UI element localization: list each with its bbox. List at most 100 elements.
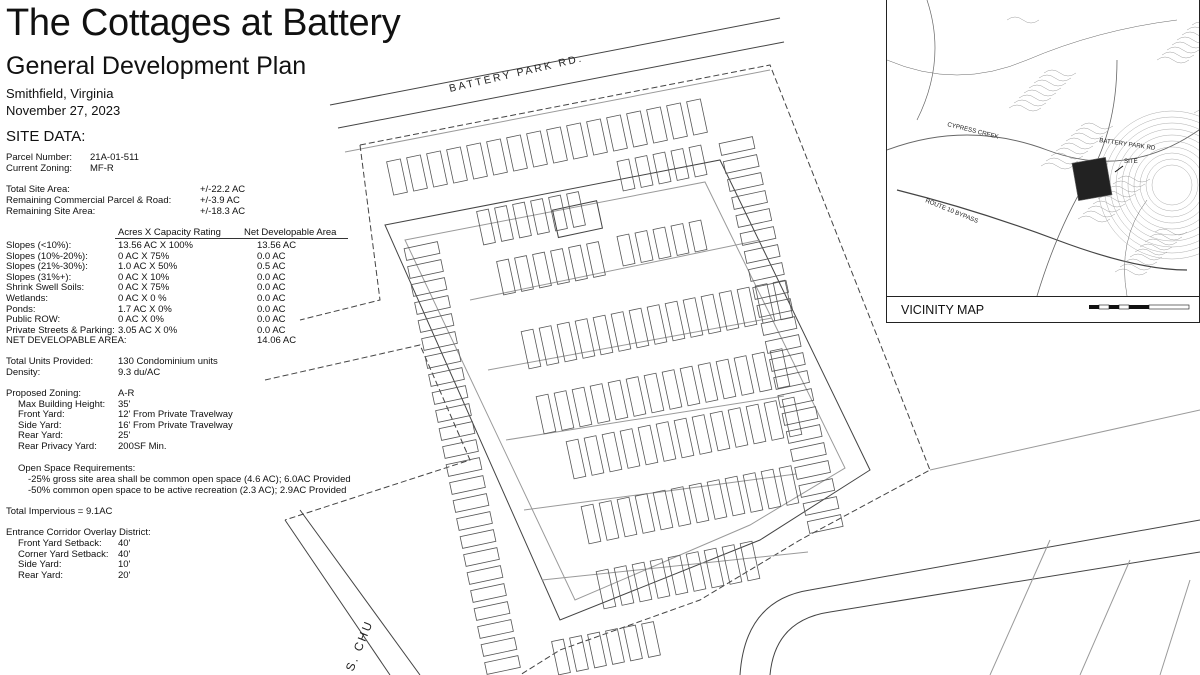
unit-footprint <box>631 561 653 603</box>
unit-footprint <box>587 631 607 669</box>
zoning-row-value: 16' From Private Travelway <box>118 419 233 431</box>
map-street <box>1018 94 1052 102</box>
unit-footprint <box>514 255 534 292</box>
unit-footprint <box>442 439 479 459</box>
current-zoning-value: MF-R <box>90 163 114 174</box>
current-zoning-label: Current Zoning: <box>6 163 73 174</box>
unit-footprint <box>769 348 791 389</box>
site-data-heading: SITE DATA: <box>6 128 86 145</box>
unit-footprint <box>574 318 596 359</box>
open-space-item: -50% common open space to be active recr… <box>28 485 347 496</box>
capacity-row-label: Slopes (21%-30%): <box>6 261 88 273</box>
road-edge <box>329 17 781 106</box>
capacity-row-label: Slopes (31%+): <box>6 271 72 283</box>
capacity-row-value: 0 AC X 75% <box>118 282 170 294</box>
net-developable-value: 14.06 AC <box>257 335 297 346</box>
unit-footprint <box>646 304 668 345</box>
capacity-row-label: Slopes (10%-20%): <box>6 250 88 262</box>
unit-footprint <box>438 421 476 441</box>
remaining-site-area-label: Remaining Site Area: <box>6 206 96 217</box>
capacity-row-value: 0 AC X 10% <box>118 271 170 283</box>
internal-drive <box>404 181 846 601</box>
unit-footprint <box>661 369 683 410</box>
zoning-row-label: Rear Privacy Yard: <box>18 441 97 452</box>
map-street <box>1070 132 1104 140</box>
unit-footprint <box>553 390 575 431</box>
capacity-row-value: 1.7 AC X 0% <box>118 303 172 315</box>
capacity-row-label: Public ROW: <box>6 314 61 326</box>
vicinity-map-title-bar: VICINITY MAP <box>887 296 1199 322</box>
unit-footprint <box>431 385 469 405</box>
commercial-parcel-label: Remaining Commercial Parcel & Road: <box>6 195 172 206</box>
map-street <box>1112 180 1146 188</box>
map-street <box>1124 258 1158 266</box>
unit-footprint <box>756 298 794 318</box>
unit-footprint <box>688 482 710 524</box>
unit-footprint <box>445 457 483 477</box>
unit-footprint <box>637 424 659 466</box>
total-units-value: 130 Condominium units <box>118 356 218 367</box>
unit-footprint <box>550 248 570 285</box>
capacity-header-rating: Acres X Capacity Rating <box>118 227 221 238</box>
unit-footprint <box>709 410 731 452</box>
density-label: Density: <box>6 367 41 378</box>
capacity-header-rule <box>115 238 348 239</box>
capacity-row-value2: 0.0 AC <box>257 314 286 326</box>
parcel-number-label: Parcel Number: <box>6 152 72 163</box>
unit-footprint <box>634 493 656 534</box>
unit-footprint <box>532 251 552 289</box>
capacity-row-value2: 0.0 AC <box>257 293 286 304</box>
unit-footprint <box>688 219 708 253</box>
unit-footprint <box>616 158 636 192</box>
place-label-site: SITE <box>1124 158 1138 165</box>
map-street <box>1060 142 1094 150</box>
map-street <box>1080 122 1114 130</box>
unit-footprint <box>410 277 448 297</box>
capacity-row-value: 13.56 AC X 100% <box>118 240 193 251</box>
unit-footprint <box>781 406 819 426</box>
map-contour <box>1121 134 1199 236</box>
unit-footprint <box>616 496 638 538</box>
unit-footprint <box>610 311 632 352</box>
capacity-row-value2: 0.0 AC <box>257 303 286 315</box>
unit-footprint <box>449 475 486 495</box>
zoning-row-value: 12' From Private Travelway <box>118 409 233 421</box>
unit-footprint <box>703 547 725 589</box>
unit-footprint <box>619 428 641 469</box>
unit-footprint <box>664 300 686 342</box>
unit-footprint <box>546 126 568 164</box>
corridor-row-label: Corner Yard Setback: <box>18 548 109 560</box>
capacity-row-label: Private Streets & Parking: <box>6 324 115 336</box>
zoning-row-label: Proposed Zoning: <box>6 388 81 399</box>
capacity-row-value: 0 AC X 75% <box>118 250 170 262</box>
unit-footprint <box>421 331 458 351</box>
corridor-row-value: 40' <box>118 538 131 549</box>
unit-footprint <box>571 386 593 428</box>
unit-footprint <box>685 551 707 592</box>
capacity-row-value2: 0.0 AC <box>257 324 286 336</box>
site-boundary <box>359 64 931 675</box>
unit-footprint <box>781 396 803 438</box>
unit-footprint <box>613 565 635 606</box>
unit-footprint <box>476 208 496 246</box>
unit-footprint <box>565 438 587 480</box>
unit-footprint <box>655 421 677 462</box>
unit-footprint <box>670 486 692 527</box>
map-street <box>1171 41 1199 49</box>
zoning-row-value: 35' <box>118 398 131 410</box>
map-contour <box>1151 164 1193 206</box>
unit-footprint <box>752 280 789 300</box>
road-label-south-church: S. CHU <box>343 618 376 673</box>
unit-footprint <box>473 601 511 621</box>
lot-line <box>929 409 1200 471</box>
density-value: 9.3 du/AC <box>118 367 161 378</box>
capacity-row-value2: 0.0 AC <box>257 282 286 294</box>
unit-footprint <box>466 565 504 585</box>
map-contour <box>1139 152 1199 218</box>
map-street <box>1107 185 1141 193</box>
unit-footprint <box>739 540 761 582</box>
plan-date: November 27, 2023 <box>6 103 121 118</box>
unit-footprint <box>806 514 844 534</box>
capacity-row-label: Wetlands: <box>6 293 49 304</box>
unit-footprint <box>626 110 648 148</box>
